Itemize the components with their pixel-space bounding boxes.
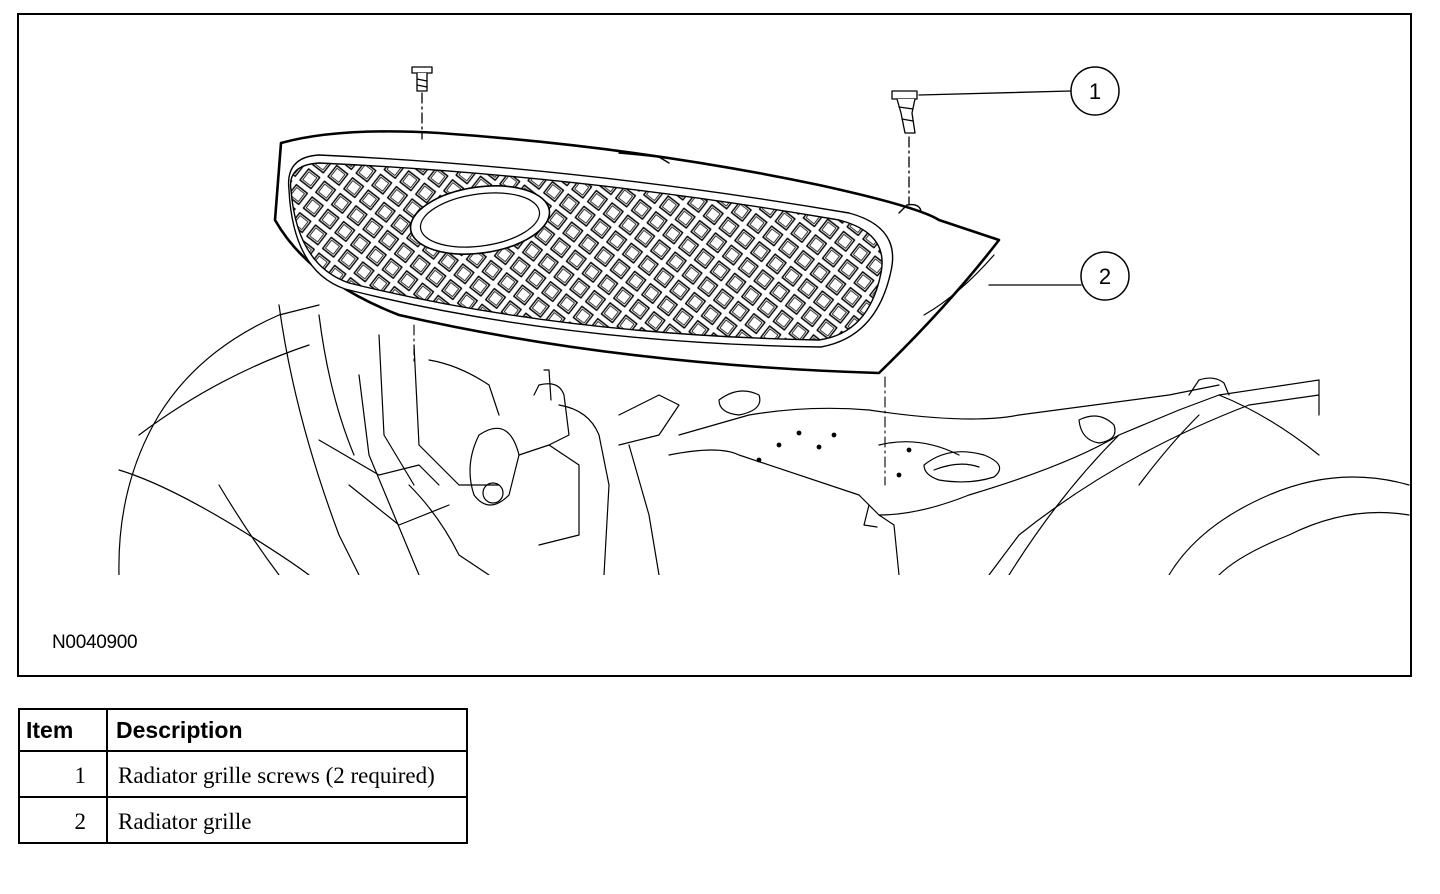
table-row: 1 Radiator grille screws (2 required)	[18, 750, 468, 798]
item-description: Radiator grille	[106, 796, 468, 844]
grille-illustration: 1 2	[37, 66, 1410, 579]
illustration-frame: 1 2 N0040900	[17, 13, 1412, 677]
screw-left	[411, 66, 433, 140]
callout-2: 2	[1080, 251, 1130, 301]
vehicle-front-end	[37, 304, 1410, 579]
callout-circle	[1070, 66, 1120, 116]
callout-number: 1	[1089, 79, 1101, 104]
item-column-header: Item	[18, 708, 108, 752]
figure-id-label: N0040900	[52, 632, 138, 653]
item-number: 2	[18, 796, 108, 844]
callout-circle	[1080, 251, 1130, 301]
center-lines	[413, 324, 886, 486]
table-row: 2 Radiator grille	[18, 796, 468, 844]
screw-right	[891, 90, 918, 206]
item-number: 1	[18, 750, 108, 798]
callout-number: 2	[1099, 264, 1111, 289]
description-column-header: Description	[106, 708, 468, 752]
legend-header-row: Item Description	[18, 708, 468, 752]
leader-line-1	[918, 90, 1072, 96]
legend-table: Item Description 1 Radiator grille screw…	[18, 708, 468, 844]
callout-1: 1	[1070, 66, 1120, 116]
item-description: Radiator grille screws (2 required)	[106, 750, 468, 798]
radiator-grille	[273, 130, 1001, 375]
